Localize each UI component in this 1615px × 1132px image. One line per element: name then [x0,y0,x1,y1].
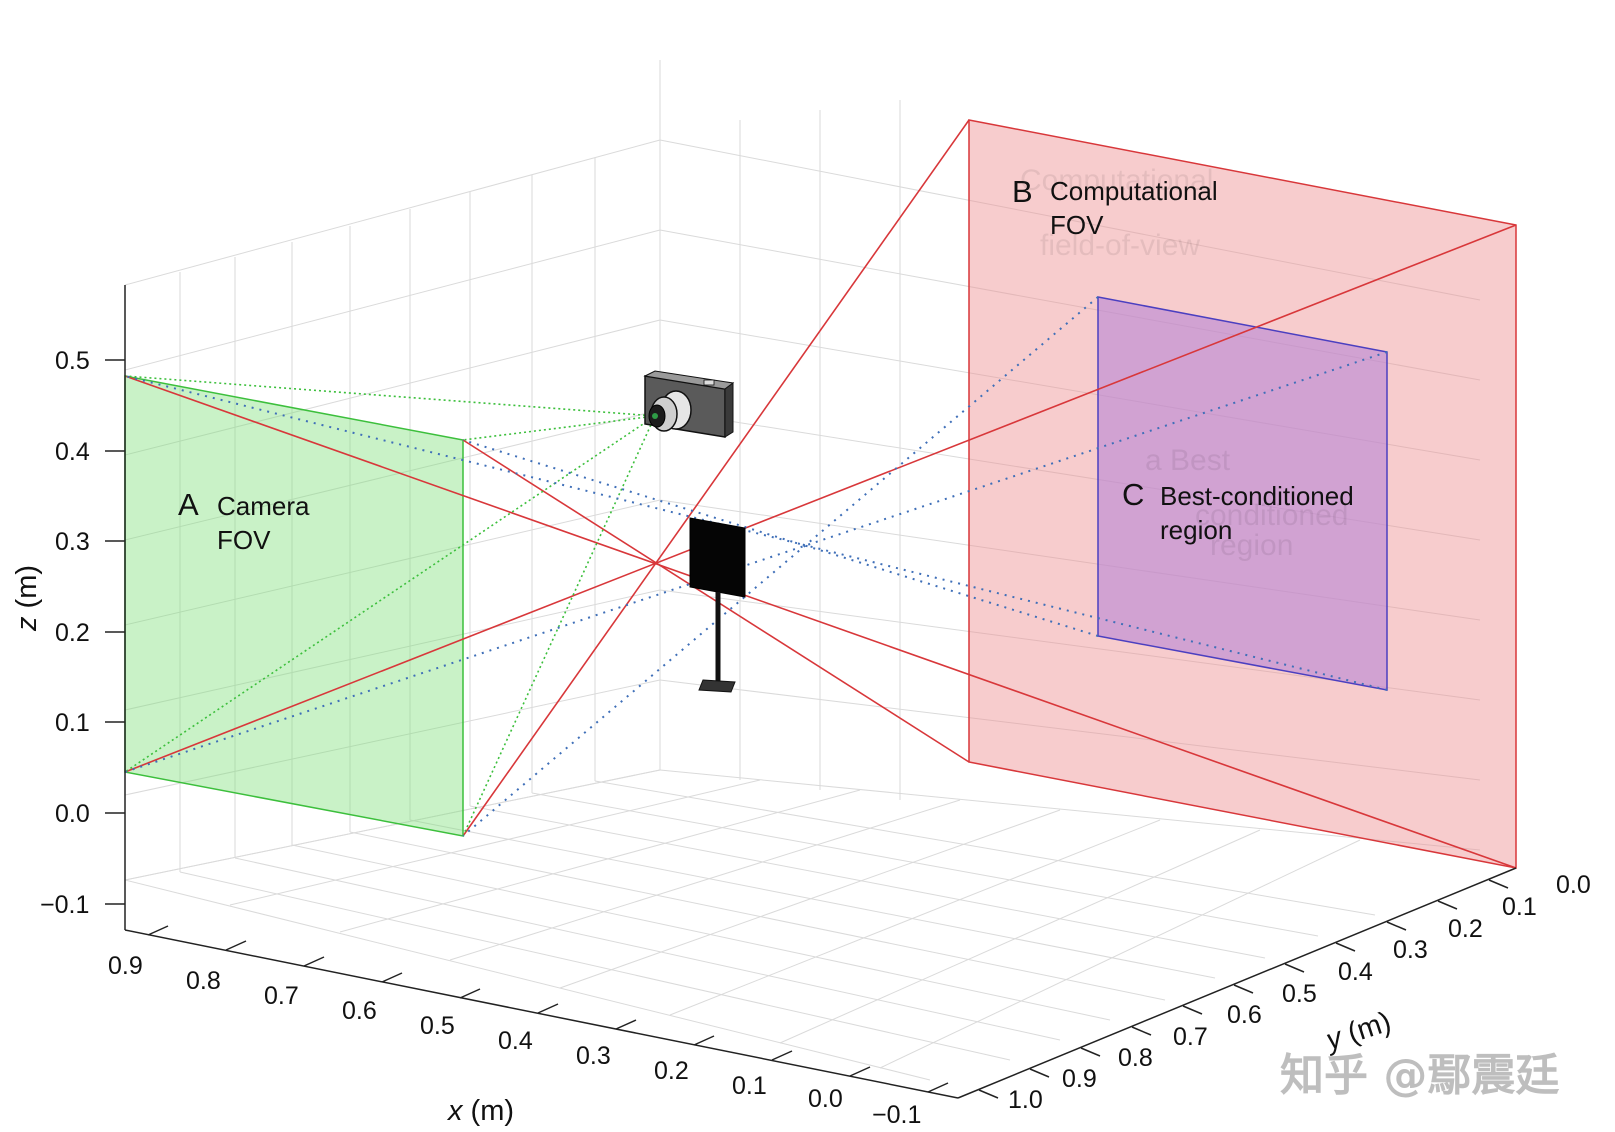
z-axis-unit: (m) [11,565,43,617]
ghost-text-b2: field-of-view [1040,229,1200,262]
x-tick-label: 0.7 [264,982,299,1010]
y-axis-tick-labels: 0.0 0.1 0.2 0.3 0.4 0.5 0.6 0.7 0.8 0.9 … [1008,871,1591,1114]
z-tick-label: 0.2 [55,619,90,647]
region-b-line2: FOV [1050,210,1104,240]
ghost-text-c1: a Best [1145,444,1231,477]
region-b-label: B Computational FOV [1012,174,1218,240]
camera-fov-plane [124,375,464,837]
region-a-line1: Camera [217,491,310,521]
y-tick-label: 0.0 [1556,871,1591,899]
region-c-letter: C [1122,477,1144,512]
x-tick-label: 0.6 [342,997,377,1025]
best-conditioned-rays [124,296,1388,837]
computational-fov-rays [124,119,1517,869]
ghost-text-b1: Computational [1020,164,1213,197]
y-tick-label: 0.8 [1118,1044,1153,1072]
watermark-text: 知乎 @鄢震廷 [1280,1050,1559,1101]
x-tick-label: 0.3 [576,1042,611,1070]
y-axis-unit: (m) [1336,1006,1395,1052]
x-tick-label: 0.4 [498,1027,533,1055]
x-tick-label: 0.1 [732,1072,767,1100]
camera-icon [643,370,735,438]
region-b-letter: B [1012,174,1033,209]
z-axis-label: z (m) [11,565,43,632]
y-tick-label: 0.5 [1282,980,1317,1008]
y-tick-label: 0.6 [1227,1001,1262,1029]
x-axis-tick-marks [147,925,949,1093]
z-tick-label: −0.1 [40,891,89,919]
x-tick-label: 0.8 [186,967,221,995]
y-axis-tick-marks [978,879,1509,1099]
target-board-icon [689,517,746,693]
x-axis-unit: (m) [463,1095,515,1127]
z-tick-label: 0.4 [55,438,90,466]
ghost-text-c3: region [1210,529,1293,562]
y-tick-label: 0.3 [1393,936,1428,964]
svg-text:z (m): z (m) [11,565,43,632]
region-b-line1: Computational [1050,176,1218,206]
y-tick-label: 0.7 [1173,1023,1208,1051]
z-tick-label: 0.5 [55,347,90,375]
x-tick-label: −0.1 [872,1101,921,1129]
region-a-letter: A [178,487,199,522]
z-tick-label: 0.1 [55,709,90,737]
y-tick-label: 0.2 [1448,915,1483,943]
z-axis-tick-labels: 0.5 0.4 0.3 0.2 0.1 0.0 −0.1 [40,347,90,919]
x-tick-label: 0.5 [420,1012,455,1040]
z-tick-label: 0.3 [55,528,90,556]
y-tick-label: 1.0 [1008,1086,1043,1114]
x-axis-tick-labels: 0.9 0.8 0.7 0.6 0.5 0.4 0.3 0.2 0.1 0.0 … [108,952,921,1129]
x-axis-var: x [446,1095,464,1127]
axis-lines [124,285,1517,1099]
x-tick-label: 0.9 [108,952,143,980]
y-tick-label: 0.4 [1338,958,1373,986]
ghost-text-c2: conditioned [1195,499,1348,532]
z-tick-label: 0.0 [55,800,90,828]
camera-view-rays [124,375,656,837]
y-tick-label: 0.1 [1502,893,1537,921]
x-tick-label: 0.0 [808,1085,843,1113]
region-c-line1: Best-conditioned [1160,481,1354,511]
z-axis-var: z [11,616,43,632]
region-a-label: A Camera FOV [178,487,310,555]
region-c-label: C Best-conditioned region [1122,477,1354,545]
x-axis-label: x (m) [446,1095,514,1127]
region-c-line2: region [1160,515,1232,545]
x-tick-label: 0.2 [654,1057,689,1085]
region-a-line2: FOV [217,525,271,555]
y-tick-label: 0.9 [1062,1065,1097,1093]
z-axis-tick-marks [105,359,125,905]
